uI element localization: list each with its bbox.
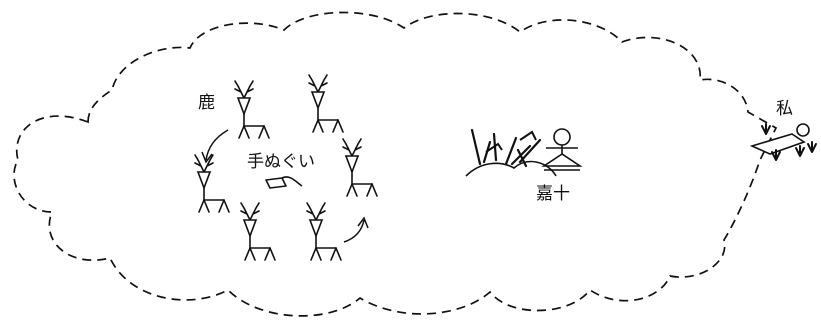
deer-figure xyxy=(306,202,342,261)
deer-figure xyxy=(194,154,230,213)
circling-arrow xyxy=(205,129,229,161)
narrator-figure xyxy=(749,123,817,161)
narrator-label: 私 xyxy=(776,99,793,119)
tenugui-cloth xyxy=(265,176,303,189)
deer-figure xyxy=(342,138,378,197)
tenugui-label: 手ぬぐい xyxy=(247,152,315,172)
deer-figure xyxy=(240,202,276,261)
kaju-label: 嘉十 xyxy=(536,184,570,204)
kaju-figure xyxy=(465,128,583,177)
circling-arrow xyxy=(343,219,365,243)
deer-figure xyxy=(234,80,270,139)
deer-figure xyxy=(308,74,344,133)
deer-label: 鹿 xyxy=(198,93,215,113)
dream-cloud-outline xyxy=(13,11,778,317)
